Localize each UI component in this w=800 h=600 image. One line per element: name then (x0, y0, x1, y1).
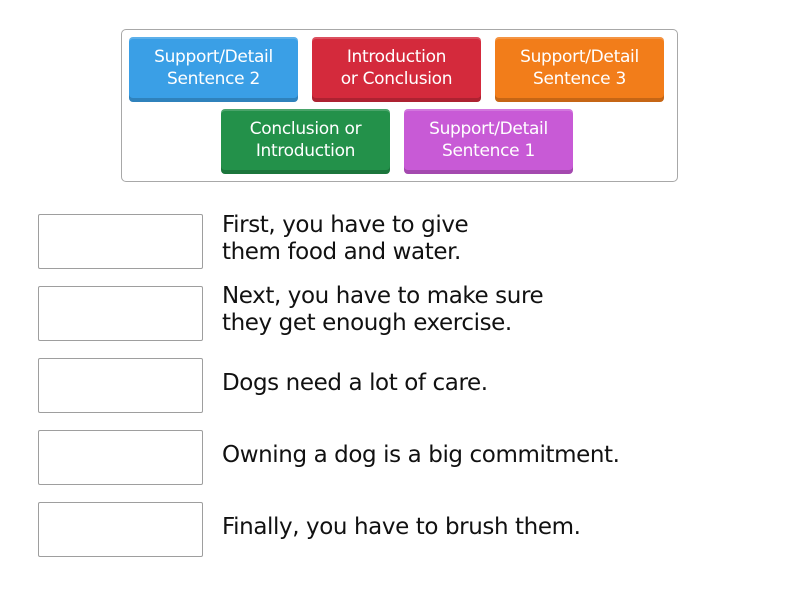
tile-label-line2: Sentence 3 (533, 69, 626, 89)
drop-slot[interactable] (38, 286, 203, 341)
drop-slot[interactable] (38, 502, 203, 557)
match-row: Owning a dog is a big commitment. (38, 430, 758, 486)
tile-label-line2: Sentence 1 (442, 141, 535, 161)
tile-introduction-or-conclusion[interactable]: Introduction or Conclusion (312, 37, 481, 102)
sentence-text: Next, you have to make sure they get eno… (222, 283, 544, 337)
match-row: First, you have to give them food and wa… (38, 212, 758, 270)
tile-label-line1: Conclusion or (249, 119, 362, 139)
tile-label-line1: Support/Detail (154, 47, 273, 67)
sentence-text: Dogs need a lot of care. (222, 370, 488, 396)
drop-slot[interactable] (38, 358, 203, 413)
tile-label-line2: or Conclusion (340, 69, 453, 89)
drop-slot[interactable] (38, 430, 203, 485)
tile-support-detail-1[interactable]: Support/Detail Sentence 1 (404, 109, 573, 174)
tile-support-detail-3[interactable]: Support/Detail Sentence 3 (495, 37, 664, 102)
sentence-text: First, you have to give them food and wa… (222, 212, 469, 266)
sentence-line: them food and water. (222, 239, 461, 265)
sentence-line: they get enough exercise. (222, 310, 512, 336)
sentence-line: First, you have to give (222, 212, 469, 238)
drop-slot[interactable] (38, 214, 203, 269)
sentence-text: Finally, you have to brush them. (222, 514, 581, 540)
sentence-line: Next, you have to make sure (222, 283, 544, 309)
tile-label-line2: Sentence 2 (167, 69, 260, 89)
tile-conclusion-or-introduction[interactable]: Conclusion or Introduction (221, 109, 390, 174)
tile-label-line1: Introduction (346, 47, 447, 67)
tile-label-line2: Introduction (255, 141, 356, 161)
sentence-text: Owning a dog is a big commitment. (222, 442, 620, 468)
tile-label-line1: Support/Detail (429, 119, 548, 139)
match-row: Finally, you have to brush them. (38, 502, 758, 558)
tile-label-line1: Support/Detail (520, 47, 639, 67)
tile-support-detail-2[interactable]: Support/Detail Sentence 2 (129, 37, 298, 102)
match-row: Dogs need a lot of care. (38, 358, 758, 414)
match-row: Next, you have to make sure they get eno… (38, 283, 758, 342)
